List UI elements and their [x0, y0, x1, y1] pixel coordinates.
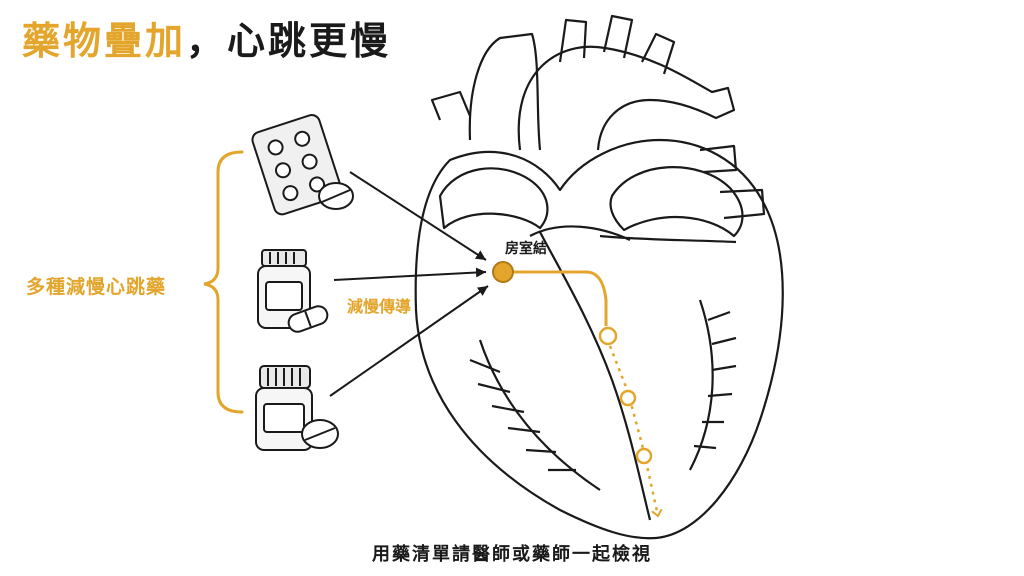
footer-note: 用藥清單請醫師或藥師一起檢視	[372, 544, 652, 565]
conduction-point-3	[635, 447, 653, 465]
title-rest: ，心跳更慢	[186, 19, 392, 63]
av-node-label: 房室結	[505, 241, 547, 257]
medicine-jar-icon	[255, 365, 339, 451]
slow-conduction-label: 減慢傳導	[347, 297, 412, 316]
bracket	[203, 150, 244, 414]
conduction-point-1	[598, 326, 618, 346]
heart-illustration	[414, 14, 784, 540]
arrow-blister	[349, 171, 487, 261]
title-accent: 藥物疊加	[22, 19, 187, 63]
arrow-jar	[329, 285, 489, 397]
drug-group-label: 多種減慢心跳藥	[26, 276, 167, 298]
pill-bottle-icon	[257, 249, 329, 333]
page-title: 藥物疊加，心跳更慢	[22, 22, 391, 60]
blister-pack-icon	[251, 114, 354, 216]
conduction-dotted	[608, 345, 658, 516]
conduction-point-2	[619, 389, 637, 407]
conduction-path	[504, 270, 608, 326]
arrow-bottle	[333, 267, 487, 281]
av-node-marker	[492, 261, 514, 283]
